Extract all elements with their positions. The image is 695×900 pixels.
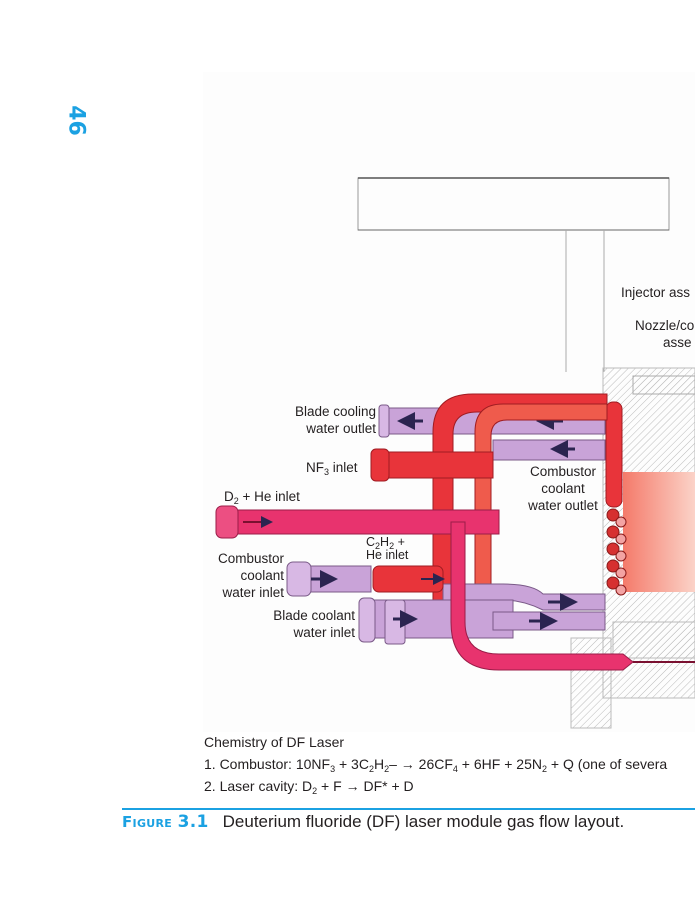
eq1-sub: 2 xyxy=(541,764,547,774)
eq1-sub: 2 xyxy=(368,764,374,774)
figure-label: Figure 3.1 xyxy=(122,812,209,832)
nf3-text: NF xyxy=(306,460,324,475)
combustor-coolant-outlet-pipe xyxy=(492,439,606,461)
top-plate xyxy=(357,177,670,372)
gas-flow-diagram-svg xyxy=(215,177,695,729)
label-blade-cooling-outlet-line2: water outlet xyxy=(306,421,376,436)
label-combustor-inlet-line3: water inlet xyxy=(222,585,284,600)
label-c2h2-line2: He inlet xyxy=(366,548,409,562)
c2h2-subscript-1: 2 xyxy=(375,541,381,551)
nf3-inlet-text: inlet xyxy=(329,460,358,475)
injector-column xyxy=(605,401,623,508)
caption-text: Deuterium fluoride (DF) laser module gas… xyxy=(222,812,625,831)
label-injector-assembly: Injector ass xyxy=(621,285,691,300)
label-blade-inlet-line2: water inlet xyxy=(293,625,355,640)
label-blade-coolant-inlet: Blade coolant water inlet xyxy=(273,607,355,641)
figure-diagram: Injector ass Nozzle/co asse Blade coolin… xyxy=(203,72,695,732)
caption-rule xyxy=(122,808,695,810)
label-combustor-inlet-line2: coolant xyxy=(240,568,284,583)
c2h2-text-h: H xyxy=(380,535,390,549)
d2-return-pipe xyxy=(450,521,634,671)
figure-caption: Figure 3.1 Deuterium fluoride (DF) laser … xyxy=(122,812,624,832)
label-nozzle-line1: Nozzle/co xyxy=(635,318,695,333)
d2-subscript: 2 xyxy=(233,496,239,506)
label-combustor-inlet-line1: Combustor xyxy=(217,551,284,566)
chemistry-title: Chemistry of DF Laser xyxy=(204,734,345,750)
label-blade-cooling-outlet-line1: Blade cooling xyxy=(294,404,376,419)
label-blade-cooling-outlet: Blade cooling water outlet xyxy=(295,403,376,437)
page-number: 46 xyxy=(63,105,89,136)
eq1-part: 1. Combustor: 10NF xyxy=(204,756,331,772)
c2h2-he-inlet-pipe xyxy=(372,565,445,593)
chemistry-notes: Chemistry of DF Laser 1. Combustor: 10NF… xyxy=(204,731,695,797)
eq1-sub: 2 xyxy=(384,764,390,774)
label-combustor-coolant-inlet: Combustor coolant water inlet xyxy=(218,550,284,601)
eq1-sub: 3 xyxy=(330,764,336,774)
eq1-part: + Q (one of severa xyxy=(546,756,668,772)
d2-he-inlet-text: + He inlet xyxy=(238,489,300,504)
blade-coolant-inlet-pipe xyxy=(358,597,606,645)
label-combustor-outlet-line1: Combustor xyxy=(529,464,597,479)
nf3-subscript: 3 xyxy=(324,467,330,477)
label-nozzle-line2: asse xyxy=(663,335,692,350)
label-blade-inlet-line1: Blade coolant xyxy=(273,608,355,623)
label-c2h2-line1: C2H2 + xyxy=(366,535,408,551)
eq2-part: 2. Laser cavity: D xyxy=(204,778,313,794)
label-c2h2-he-inlet: C2H2 + He inlet xyxy=(366,536,408,562)
chemistry-line-laser-cavity: 2. Laser cavity: D2 + F → DF* + D xyxy=(204,775,695,797)
label-nf3-inlet: NF3 inlet xyxy=(306,459,358,477)
label-combustor-outlet-line3: water outlet xyxy=(528,498,598,513)
c2h2-subscript-2: 2 xyxy=(389,541,395,551)
eq1-part: H xyxy=(373,756,385,772)
figure-number: 3.1 xyxy=(177,812,209,832)
eq2-sub: 2 xyxy=(312,786,318,796)
injector-orifices xyxy=(606,508,627,596)
figure-label-word: Figure xyxy=(122,813,173,831)
laser-cavity xyxy=(623,472,695,592)
chemistry-line-combustor: 1. Combustor: 10NF3 + 3C2H2– → 26CF4 + 6… xyxy=(204,753,695,775)
c2h2-text-plus: + xyxy=(394,535,405,549)
label-combustor-coolant-outlet: Combustor coolant water outlet xyxy=(521,463,605,514)
c2h2-text-c: C xyxy=(366,535,376,549)
eq1-part: + 6HF + 25N xyxy=(457,756,542,772)
eq1-sub: 4 xyxy=(452,764,458,774)
label-combustor-outlet-line2: coolant xyxy=(541,481,585,496)
d2-text: D xyxy=(224,489,234,504)
eq1-part: – → 26CF xyxy=(389,756,453,772)
label-d2-he-inlet: D2 + He inlet xyxy=(224,488,300,506)
eq1-part: + 3C xyxy=(335,756,369,772)
eq2-part: + F → DF* + D xyxy=(317,778,414,794)
combustor-coolant-inlet-pipe xyxy=(286,561,606,611)
